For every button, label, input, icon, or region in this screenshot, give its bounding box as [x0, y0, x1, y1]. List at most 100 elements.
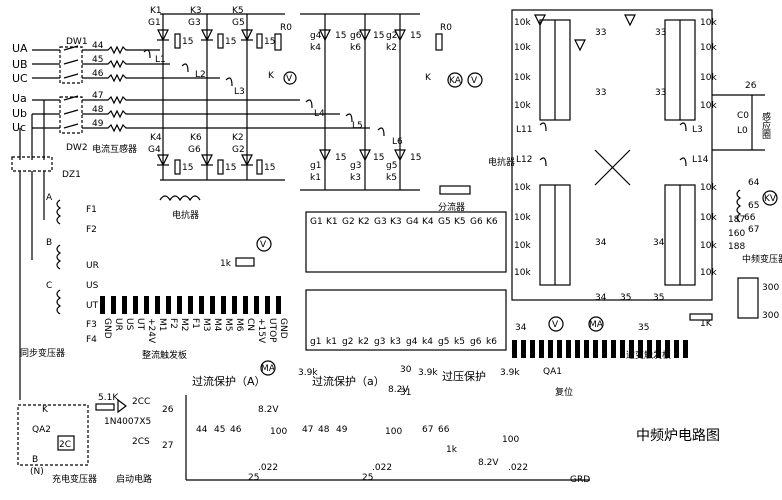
- svg-text:25: 25: [362, 473, 373, 483]
- qa1-label: QA1: [543, 367, 562, 377]
- svg-text:100: 100: [270, 427, 287, 437]
- svg-text:8.2V: 8.2V: [388, 385, 409, 395]
- ocp-a2-label: 过流保护（a）: [312, 374, 385, 388]
- svg-text:10k: 10k: [700, 43, 717, 53]
- svg-text:1k: 1k: [220, 259, 232, 269]
- gate-top-label: G6: [470, 217, 483, 227]
- dw1-label: DW1: [66, 37, 88, 47]
- rect-pin-label: F1: [190, 318, 200, 329]
- inv-pin-bar: [647, 340, 652, 358]
- rect-pin-bar: [276, 296, 281, 314]
- svg-text:10k: 10k: [514, 18, 531, 28]
- svg-text:B: B: [46, 238, 52, 248]
- rect-pin-label: M6: [234, 318, 244, 332]
- svg-text:G1: G1: [148, 18, 161, 28]
- svg-text:L1: L1: [155, 55, 166, 65]
- rect-pin-bar: [221, 296, 226, 314]
- svg-text:34: 34: [595, 293, 607, 303]
- scr-K1: K1 G1 15: [148, 6, 193, 100]
- svg-text:G6: G6: [188, 145, 201, 155]
- rect-pin-label: GND: [102, 318, 112, 339]
- current-transformers: 44 45 46 47 48 49 电流互感器: [82, 41, 370, 155]
- svg-text:K: K: [42, 405, 49, 415]
- svg-text:15: 15: [335, 153, 346, 163]
- start-circuit: K QA2 2C B (N) 充电变压器 5.1K 1N4007X5 2CC 2…: [17, 393, 174, 485]
- inv-pin-bar: [539, 340, 544, 358]
- svg-text:15: 15: [182, 163, 193, 173]
- svg-text:g6: g6: [350, 31, 362, 41]
- three-phase-inputs: UA UB UC Ua Ub Uc: [12, 42, 60, 134]
- rect-board-label: 整流触发板: [142, 349, 187, 361]
- rect-pin-label: +15V: [256, 318, 266, 344]
- gate-top-label: K5: [454, 217, 466, 227]
- scr-K2: K2 G2 15: [232, 100, 275, 180]
- inv-pin-bar: [512, 340, 517, 358]
- svg-text:3.9k: 3.9k: [298, 368, 318, 378]
- gate-bottom-label: k4: [422, 337, 433, 347]
- gate-bottom-label: k2: [358, 337, 369, 347]
- svg-text:27: 27: [162, 441, 173, 451]
- gate-bottom-label: k3: [390, 337, 401, 347]
- ct-46: 46: [92, 69, 104, 79]
- svg-text:100: 100: [385, 427, 402, 437]
- svg-text:15: 15: [264, 163, 275, 173]
- inv-pin-bar: [602, 340, 607, 358]
- svg-text:44: 44: [196, 425, 208, 435]
- svg-text:25: 25: [248, 473, 259, 483]
- svg-text:K: K: [425, 73, 432, 83]
- inverter-upper-right: 10k 10k 10k 10k 33 33: [624, 14, 717, 121]
- svg-text:3.9k: 3.9k: [418, 368, 438, 378]
- inductor-coil-label: 感应圈: [760, 111, 771, 140]
- svg-text:10k: 10k: [700, 18, 717, 28]
- breaker-dw2: DW2: [59, 95, 88, 153]
- sync-US: US: [86, 281, 99, 291]
- svg-text:10k: 10k: [700, 73, 717, 83]
- reactors-small: L1 L2 L3 L4 L5 L6: [143, 49, 403, 147]
- gate-top-label: G5: [438, 217, 451, 227]
- input-UA: UA: [12, 42, 28, 55]
- reactor1-label: 电抗器: [172, 209, 199, 221]
- rect-pin-label: M2: [179, 318, 189, 332]
- inv-pin-bar: [566, 340, 571, 358]
- inv-pin-bar: [665, 340, 670, 358]
- svg-text:15: 15: [182, 37, 193, 47]
- input-Ub: Ub: [12, 107, 27, 120]
- svg-text:34: 34: [515, 323, 527, 333]
- svg-text:33: 33: [595, 88, 606, 98]
- reset-label: 复位: [555, 386, 573, 398]
- rect-pin-label: +24V: [146, 318, 156, 344]
- svg-text:100: 100: [502, 435, 519, 445]
- meter-v-1: V: [286, 74, 293, 84]
- svg-text:34: 34: [595, 238, 607, 248]
- rect-pin-bar: [177, 296, 182, 314]
- inv-trigger-board: 逆变触发板 V MA 34 35: [512, 316, 688, 361]
- inv-pin-bar: [674, 340, 679, 358]
- page-title: 中频炉电路图: [636, 428, 720, 444]
- charge-xfmr-label: 充电变压器: [52, 473, 97, 485]
- gate-bottom-label: k5: [454, 337, 465, 347]
- inductor-L3: L3: [692, 125, 703, 135]
- gate-bottom-label: g1: [310, 337, 321, 347]
- svg-text:1N4007X5: 1N4007X5: [104, 417, 151, 427]
- gate-bottom-label: g2: [342, 337, 353, 347]
- svg-text:G4: G4: [148, 145, 161, 155]
- svg-text:30: 30: [400, 365, 412, 375]
- svg-text:15: 15: [373, 31, 384, 41]
- inv-pin-bar: [521, 340, 526, 358]
- r0-label-2: R0: [440, 23, 452, 33]
- ct-47: 47: [92, 91, 103, 101]
- svg-text:10k: 10k: [514, 241, 531, 251]
- svg-text:33: 33: [655, 88, 666, 98]
- rect-pin-label: CN: [245, 318, 255, 331]
- gate-top-label: K4: [422, 217, 434, 227]
- svg-text:K2: K2: [232, 133, 244, 143]
- dz1-label: DZ1: [62, 170, 81, 180]
- rect-pin-label: UR: [113, 318, 123, 331]
- rect-pin-bar: [133, 296, 138, 314]
- svg-text:15: 15: [225, 37, 236, 47]
- svg-text:k1: k1: [310, 173, 321, 183]
- inv-pin-bar: [593, 340, 598, 358]
- dw2-label: DW2: [66, 143, 88, 153]
